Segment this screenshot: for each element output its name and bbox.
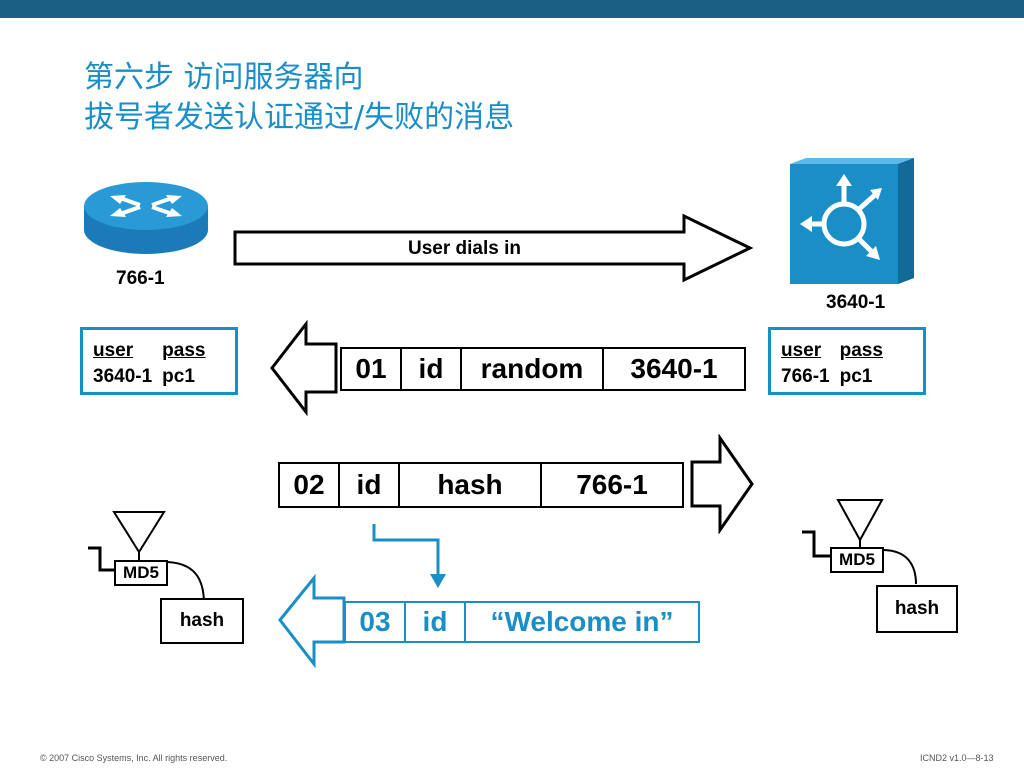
- top-bar: [0, 0, 1024, 18]
- credential-table-right: user pass 766-1 pc1: [768, 327, 926, 395]
- footer-copyright: © 2007 Cisco Systems, Inc. All rights re…: [40, 753, 228, 763]
- slide-title: 第六步 访问服务器向 拔号者发送认证通过/失败的消息: [84, 58, 514, 138]
- cred-left-user: 3640-1: [93, 366, 153, 387]
- cred-left-user-header: user: [93, 340, 134, 361]
- router-left-label: 766-1: [116, 268, 165, 289]
- title-line-2: 拔号者发送认证通过/失败的消息: [84, 100, 515, 135]
- router-right-label: 3640-1: [826, 292, 886, 313]
- packet1-name: 3640-1: [630, 353, 718, 384]
- cred-left-pass-header: pass: [162, 340, 206, 361]
- packet1-code: 01: [342, 349, 402, 389]
- title-line-1: 第六步 访问服务器向: [84, 60, 364, 95]
- chap-challenge-packet: 01 id random 3640-1: [340, 347, 746, 391]
- chap-response-packet: 02 id hash 766-1: [278, 462, 684, 508]
- left-arrow-icon: [270, 320, 338, 416]
- md5-funnel-left: [88, 511, 205, 605]
- packet2-name: 766-1: [576, 469, 648, 500]
- cred-right-user-header: user: [781, 340, 822, 361]
- md5-funnel-right: [802, 499, 917, 585]
- packet3-message: “Welcome in”: [490, 606, 674, 637]
- packet2-hash: hash: [400, 464, 542, 506]
- access-server-icon: [790, 158, 914, 284]
- packet3-code: 03: [346, 603, 406, 641]
- cred-right-user: 766-1: [781, 366, 830, 387]
- dial-in-label: User dials in: [408, 238, 521, 259]
- hash-output-right: hash: [876, 585, 958, 633]
- packet2-code: 02: [280, 464, 340, 506]
- packet1-id: id: [402, 349, 462, 389]
- md5-left: MD5: [114, 560, 168, 586]
- chap-success-packet: 03 id “Welcome in”: [344, 601, 700, 643]
- md5-right: MD5: [830, 547, 884, 573]
- verify-arrow-icon: [372, 524, 446, 588]
- cred-left-pass: pc1: [162, 366, 195, 387]
- cred-right-pass-header: pass: [839, 340, 883, 361]
- packet3-id: id: [406, 603, 466, 641]
- packet1-random: random: [462, 349, 604, 389]
- right-arrow-icon: [690, 434, 754, 534]
- packet2-id: id: [340, 464, 400, 506]
- cred-right-pass: pc1: [839, 366, 873, 387]
- router-icon: [84, 182, 208, 254]
- credential-table-left: user pass 3640-1 pc1: [80, 327, 238, 395]
- dial-in-arrow: [233, 213, 754, 283]
- footer-course-id: ICND2 v1.0—8-13: [920, 753, 994, 763]
- hash-output-left: hash: [160, 598, 244, 644]
- left-blue-arrow-icon: [278, 574, 346, 668]
